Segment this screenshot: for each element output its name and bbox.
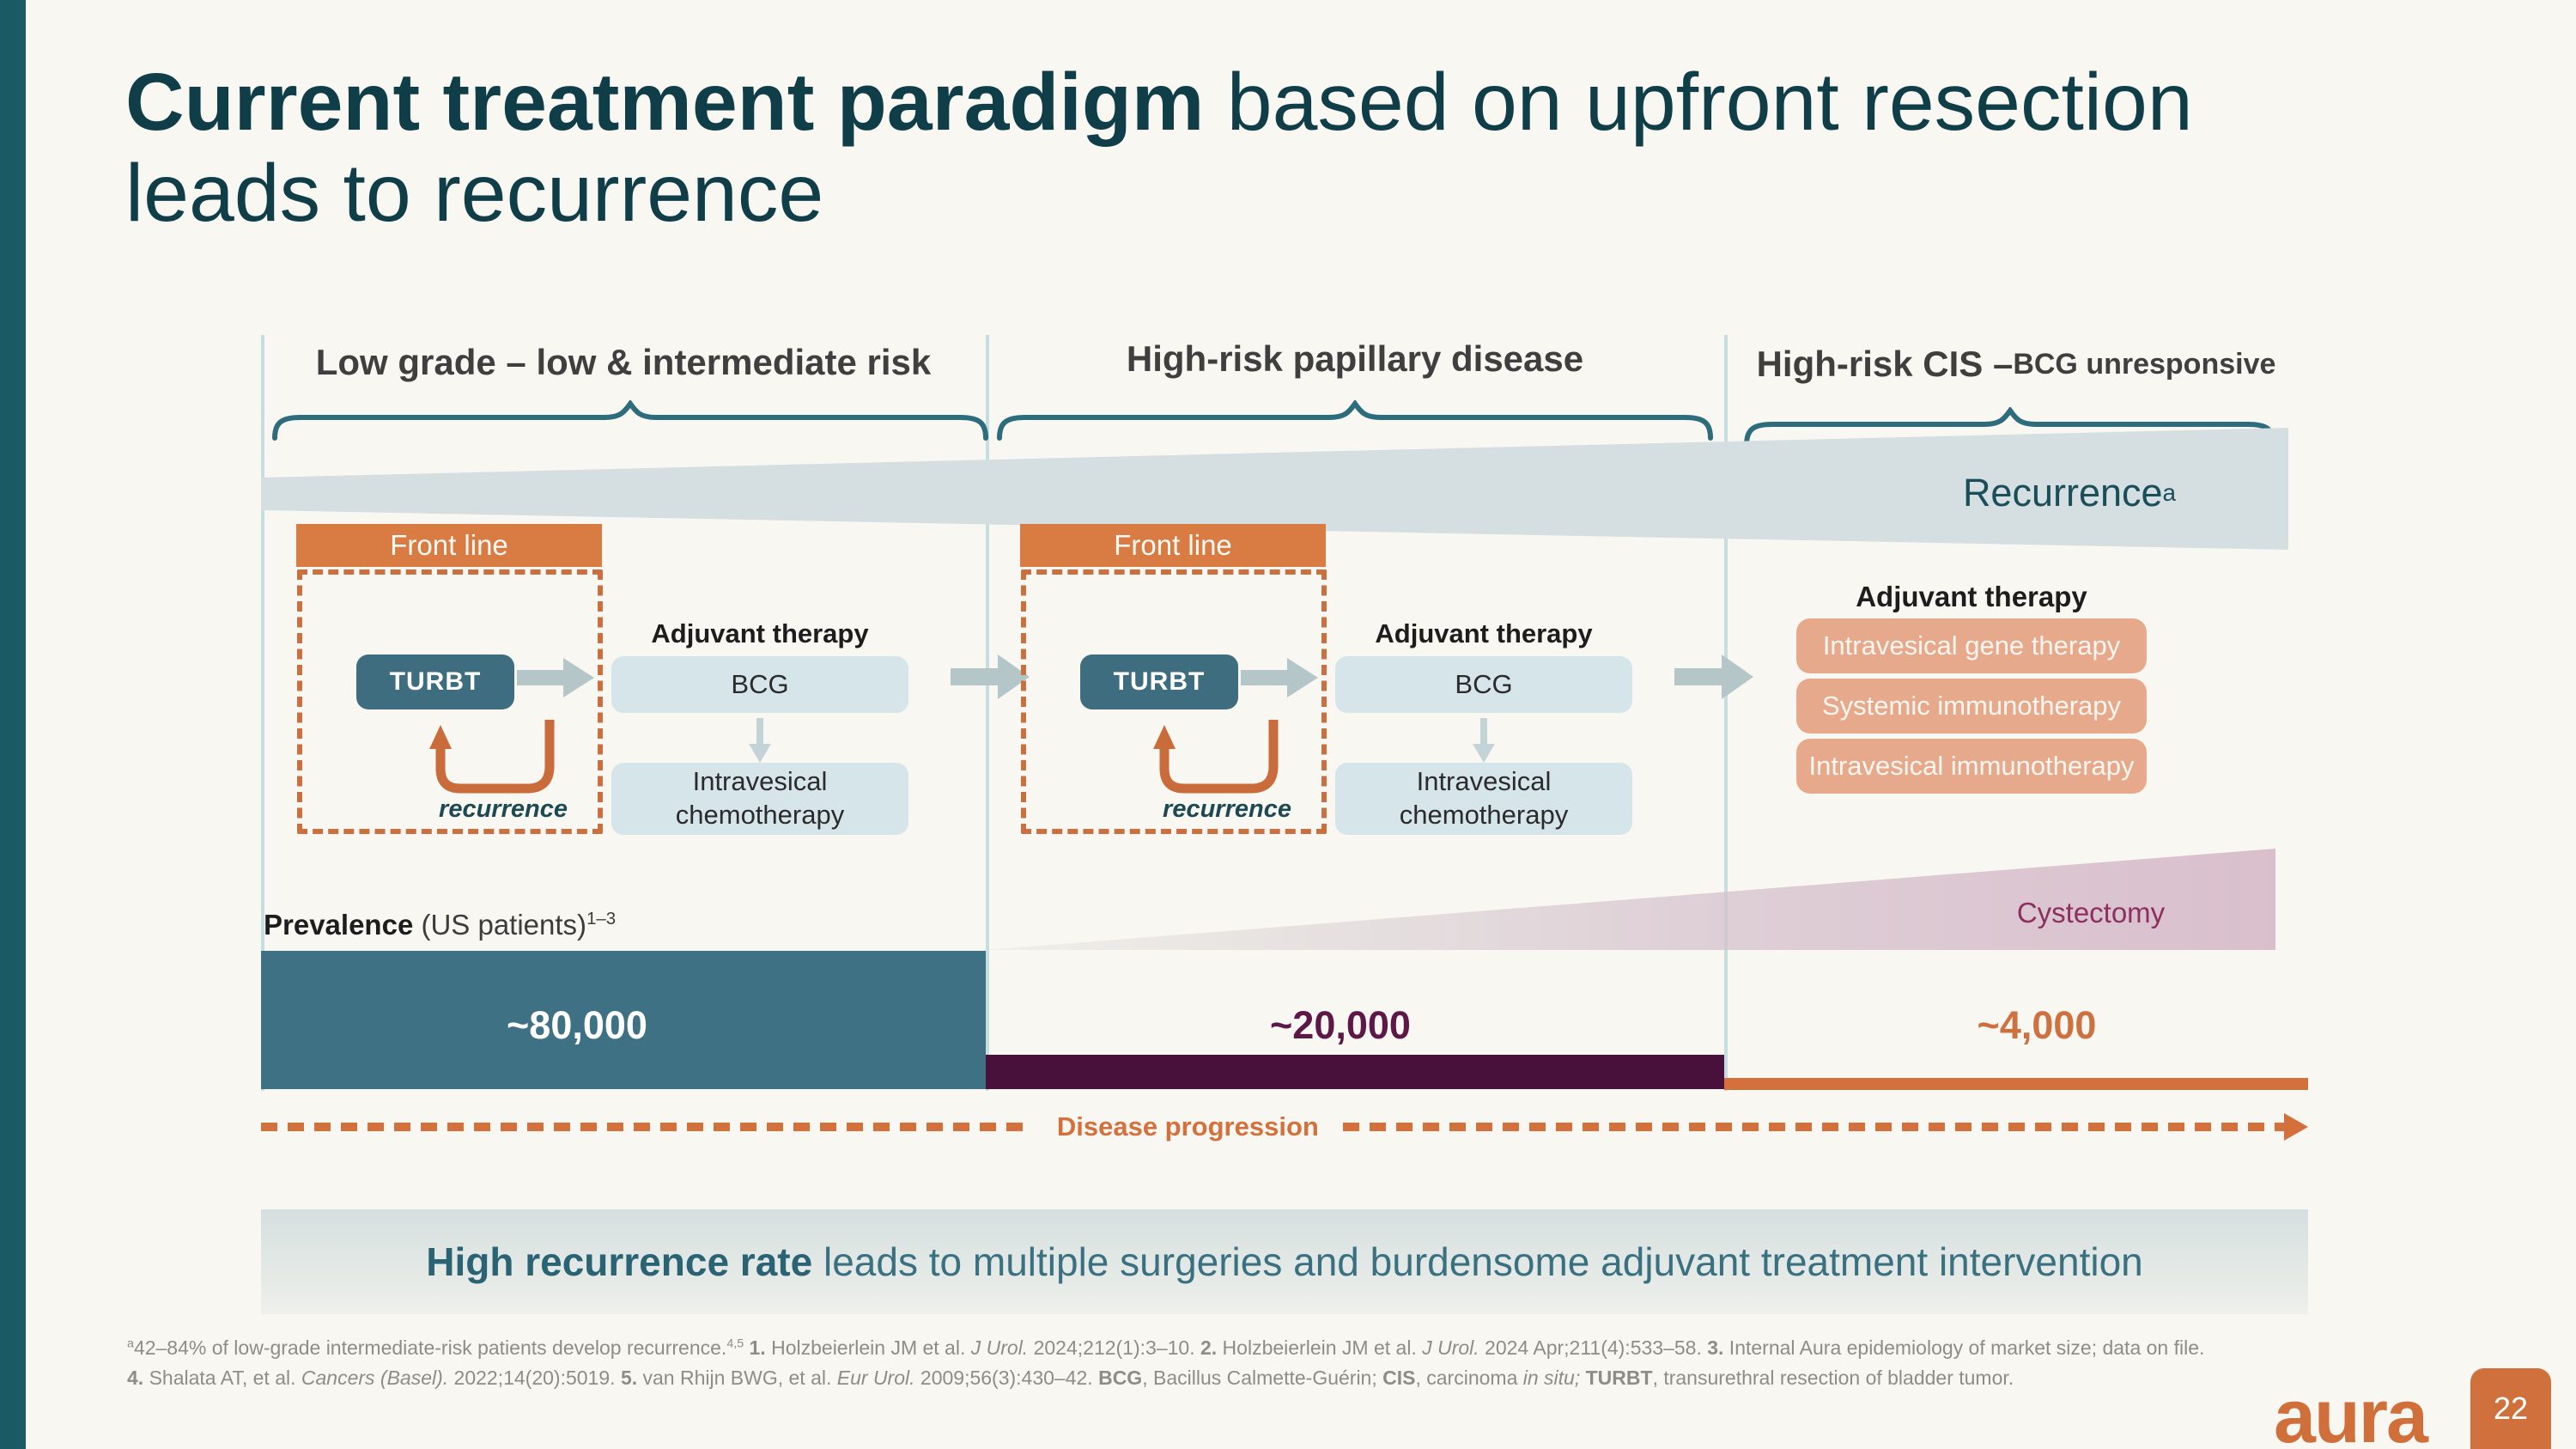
column-transition-arrow-icon [1674,654,1753,699]
footnote-line-2: 4. Shalata AT, et al. Cancers (Basel). 2… [127,1366,2014,1389]
page-title-bold: Current treatment paradigm [125,57,1205,148]
recurrence-wedge-shape [261,428,2288,550]
column-divider-3 [1724,335,1728,1091]
dashed-line [1342,1123,2284,1131]
adjuvant-therapy-label-col1: Adjuvant therapy [651,618,869,648]
key-message-bold: High recurrence rate [426,1239,813,1284]
arrowhead-icon [2284,1113,2308,1141]
down-arrow-icon [1473,718,1495,763]
down-arrow-icon [749,718,771,763]
front-line-tab-col2: Front line [1020,524,1326,567]
therapy-box-systemic: Systemic immunotherapy [1796,679,2147,734]
bcg-box-col2: BCG [1335,656,1632,713]
column-header-low-grade: Low grade – low & intermediate risk [315,342,932,382]
key-message-rest: leads to multiple surgeries and burdenso… [812,1239,2143,1284]
turbt-box-col2: TURBT [1080,654,1238,709]
column-header-cis-sub: BCG unresponsive [2013,347,2276,381]
left-accent-bar [0,0,26,1449]
cystectomy-wedge-shape [986,849,2275,950]
prevalence-label: Prevalence (US patients)1–3 [264,909,617,941]
intravesical-chemo-box-col2: Intravesical chemotherapy [1335,763,1632,835]
footnote-line-1: a42–84% of low-grade intermediate-risk p… [127,1336,2205,1359]
recurrence-loop-arrow-icon [429,720,555,794]
prevalence-bar-high-risk-papillary [986,1055,1724,1089]
page-number-badge: 22 [2470,1368,2551,1449]
key-message-text: High recurrence rate leads to multiple s… [426,1239,2143,1285]
bcg-box-col1: BCG [611,656,908,713]
right-arrow-icon [1241,658,1318,697]
adjuvant-therapy-label-col2: Adjuvant therapy [1375,618,1593,648]
footnotes: a42–84% of low-grade intermediate-risk p… [127,1333,2239,1392]
therapy-box-intravesical: Intravesical immunotherapy [1796,739,2147,794]
prevalence-bar-high-risk-cis [1724,1078,2308,1090]
aura-logo: aura [2274,1373,2428,1449]
brace-column-1 [272,400,988,441]
turbt-box-col1: TURBT [356,654,514,709]
page-title-rest: based on upfront resection [1204,57,2193,148]
prevalence-value-low-grade: ~80,000 [507,1003,647,1047]
prevalence-value-high-risk-papillary: ~20,000 [1270,1003,1411,1047]
brace-column-3 [1744,407,2276,447]
front-line-tab-col1: Front line [296,524,602,567]
column-divider-2 [986,335,989,1091]
prevalence-value-high-risk-cis: ~4,000 [1977,1003,2097,1047]
right-arrow-icon [517,658,594,697]
recurrence-loop-label-col2: recurrence [1163,795,1291,823]
page-title: Current treatment paradigm based on upfr… [125,57,2512,240]
page-title-line2: leads to recurrence [125,148,824,240]
brace-column-2 [997,400,1713,441]
column-transition-arrow-icon [951,654,1030,699]
front-line-dashed-box-col2 [1021,569,1327,834]
cystectomy-label: Cystectomy [2016,897,2166,928]
column-header-cis-main: High-risk CIS – [1756,344,2014,384]
column-divider-1 [261,335,264,1091]
dashed-line [261,1123,1033,1131]
recurrence-loop-arrow-icon [1153,720,1279,794]
column-header-high-risk-papillary: High-risk papillary disease [1126,338,1584,379]
page-title-line1: Current treatment paradigm based on upfr… [125,57,2512,148]
therapy-box-gene: Intravesical gene therapy [1796,618,2147,673]
column-header-high-risk-cis: High-risk CIS – BCG unresponsive [1724,344,2308,385]
recurrence-loop-label-col1: recurrence [439,795,568,823]
disease-progression-label: Disease progression [1056,1111,1319,1142]
intravesical-chemo-box-col1: Intravesical chemotherapy [611,763,908,835]
front-line-dashed-box-col1 [297,569,603,834]
prevalence-bar-low-grade [261,951,986,1089]
adjuvant-therapy-label-col3: Adjuvant therapy [1856,581,2087,612]
key-message-banner: High recurrence rate leads to multiple s… [261,1209,2308,1314]
disease-progression-axis: Disease progression [261,1111,2308,1142]
